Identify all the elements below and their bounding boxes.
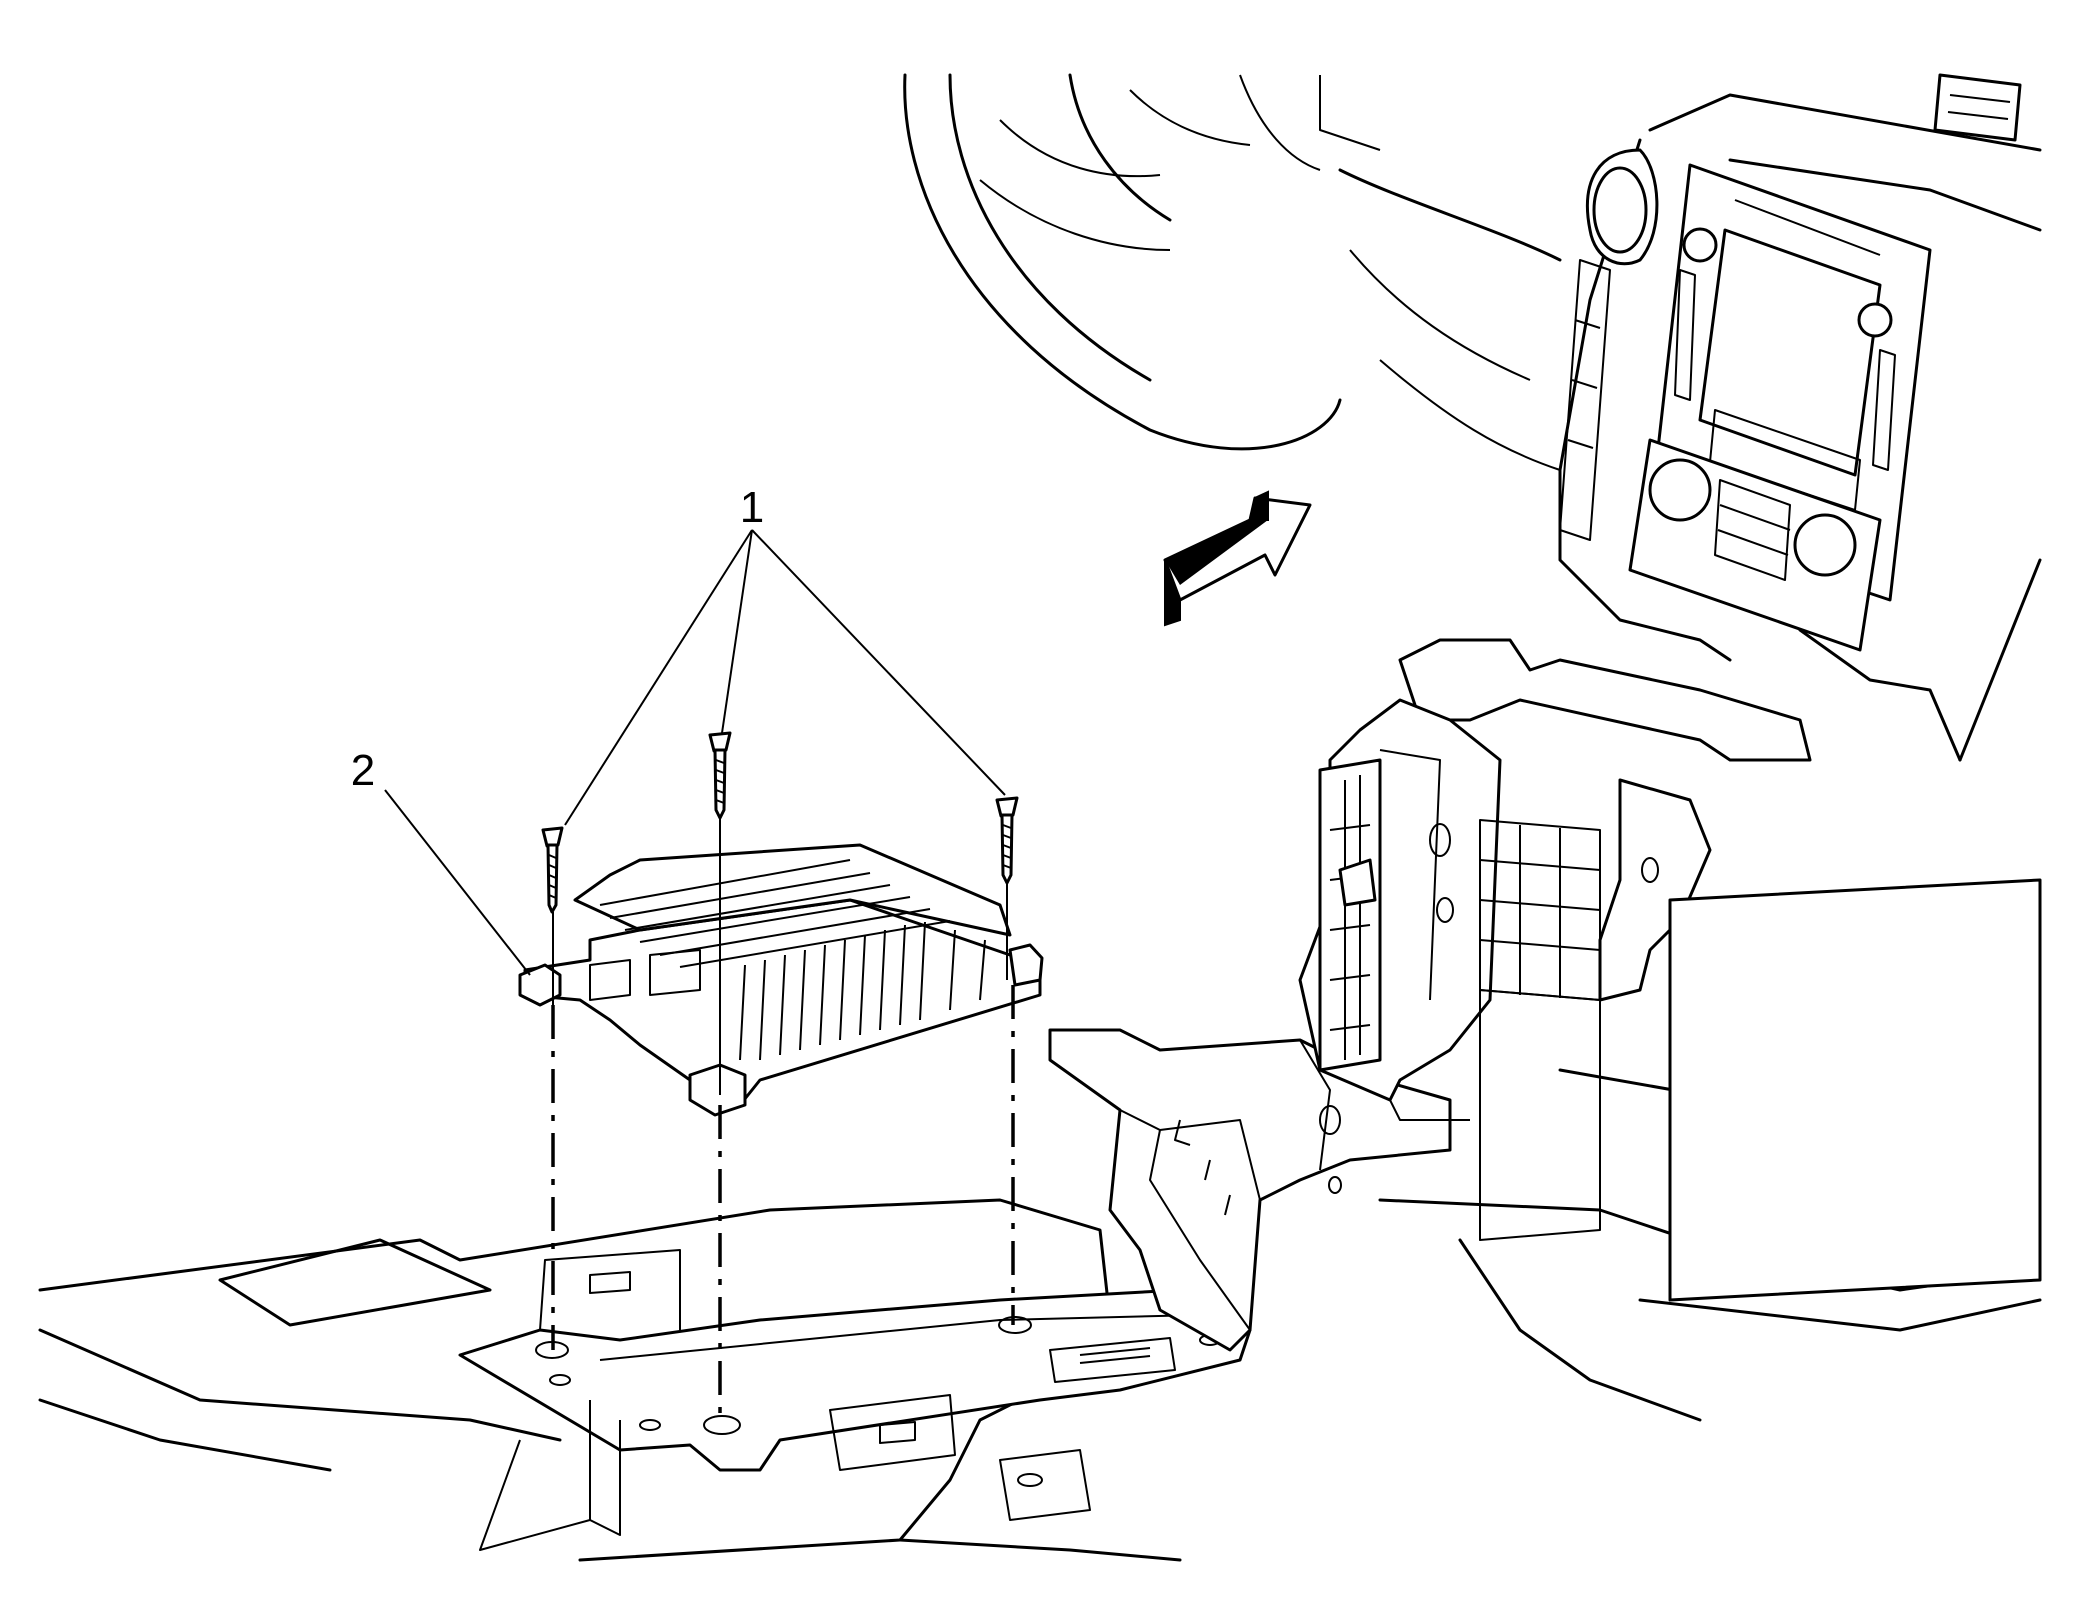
bolt-center: [708, 731, 732, 820]
front-direction-arrow: [1163, 490, 1312, 627]
callout-2: 2: [351, 746, 375, 795]
amplifier-module: [518, 843, 1044, 1117]
mounting-bracket: [458, 1249, 1252, 1551]
console-support-bracket: [1048, 1028, 1470, 1352]
bolt-left: [541, 826, 564, 914]
alignment-lines: [551, 818, 1015, 1425]
instrument-panel: [903, 73, 2042, 1302]
bolt-right: [995, 796, 1019, 885]
callout-1: 1: [740, 483, 764, 532]
leader-lines: [384, 529, 1006, 976]
